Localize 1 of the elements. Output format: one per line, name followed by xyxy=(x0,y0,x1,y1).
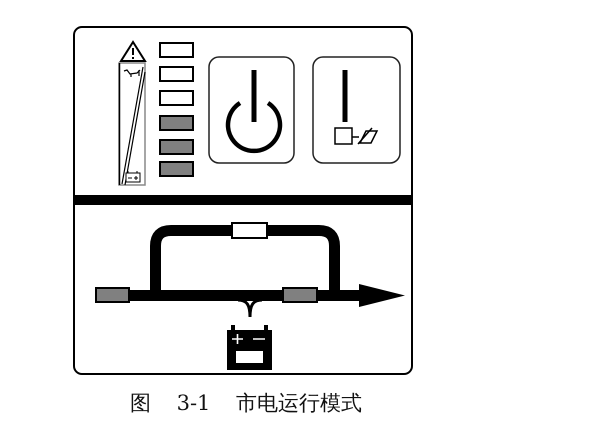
figure-caption: 图 3-1 市电运行模式 xyxy=(130,391,362,415)
